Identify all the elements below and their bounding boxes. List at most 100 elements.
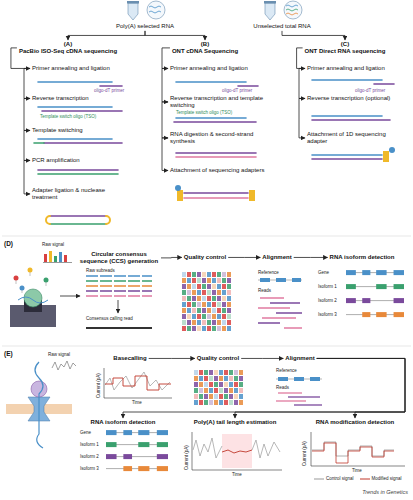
node-text: Reverse transcription [32, 95, 89, 102]
illustration-part [6, 361, 405, 470]
illustration-part [43, 262, 72, 263]
analysis-step: Poly(A) tail length estimation [192, 418, 279, 427]
node-text: (C) [305, 41, 386, 48]
illustration-part [187, 284, 191, 289]
illustration-part [394, 284, 404, 289]
process-step: RNA digestion & second-strand synthesis [168, 130, 268, 146]
illustration-part [284, 1, 302, 19]
node-text: RNA digestion & second-strand synthesis [170, 131, 266, 145]
illustration-part [214, 388, 218, 393]
illustration-part [20, 286, 25, 291]
illustration-part [239, 388, 243, 393]
node-text: ONT Direct RNA sequencing [305, 48, 386, 55]
illustration-part [258, 307, 290, 309]
illustration-part [278, 377, 288, 381]
flow-arrow [24, 68, 30, 98]
legend-entry: Modified signal [360, 476, 402, 481]
illustration-part [123, 466, 132, 471]
oligo-label: Template switch oligo (TSO) [176, 110, 232, 115]
illustration-part [187, 314, 191, 319]
illustration-part [42, 110, 122, 112]
illustration-part [286, 9, 298, 11]
illustration-part [106, 216, 110, 224]
illustration-part [187, 308, 191, 313]
illustration-part [138, 466, 149, 471]
illustration-part [239, 382, 243, 387]
illustration-part [194, 370, 198, 375]
illustration-part [187, 290, 191, 295]
illustration-part [249, 190, 255, 201]
illustration-part [219, 370, 223, 375]
legend-text: Modified signal [372, 476, 402, 481]
illustration-part [18, 297, 48, 303]
flow-arrow [149, 358, 195, 359]
node-text: Poly(A) tail length estimation [194, 419, 277, 426]
illustration-part [207, 272, 211, 277]
illustration-part [227, 320, 231, 325]
flow-arrow [24, 160, 30, 193]
illustration-part [212, 326, 216, 331]
flow-arrow [162, 138, 168, 171]
illustration-part [60, 296, 80, 297]
illustration-part [276, 312, 302, 314]
illustration-part [224, 394, 228, 399]
illustration-part [209, 388, 213, 393]
track-label: Gene [318, 270, 329, 275]
legend-swatch [360, 477, 370, 481]
illustration-part [209, 400, 213, 405]
process-step: Attachment of 1D sequencing adapter [305, 130, 409, 146]
illustration-part [174, 121, 256, 123]
axis-label: Current (pA) [302, 441, 307, 466]
oligo-label: Template switch oligo (TSO) [40, 114, 96, 119]
flow-arrow [299, 98, 305, 137]
illustration-part [376, 270, 386, 275]
illustration-part [192, 308, 196, 313]
flow-arrow [123, 358, 405, 418]
flow-arrow [317, 358, 405, 418]
illustration-part [239, 376, 243, 381]
analysis-step: RNA isoform detection [89, 418, 158, 427]
illustration-part [288, 396, 320, 397]
illustration-part [197, 302, 201, 307]
illustration-part [276, 278, 286, 282]
illustration-part [312, 80, 395, 162]
illustration-part [202, 272, 206, 277]
illustration-part [239, 400, 243, 405]
illustration-part [147, 1, 165, 19]
illustration-part [346, 270, 356, 275]
illustration-part [123, 430, 132, 435]
illustration-part [217, 302, 221, 307]
illustration-part [202, 326, 206, 331]
illustration-part [104, 368, 172, 398]
flow-arrow [282, 31, 345, 40]
node-text: RNA isoform detection [91, 419, 156, 426]
illustration-part [106, 454, 117, 459]
illustration-part [212, 320, 216, 325]
illustration-part [44, 278, 49, 283]
illustration-part [86, 285, 152, 287]
illustration-part [229, 376, 233, 381]
illustration-part [202, 302, 206, 307]
analysis-step: Basecalling [111, 354, 148, 363]
track-label: Gene [80, 430, 91, 435]
node-text: Reverse transcription and template switc… [170, 95, 266, 109]
flow-arrow [24, 98, 30, 130]
analysis-step: Quality control [195, 354, 241, 363]
illustration-part [376, 284, 386, 289]
illustration-part [192, 432, 282, 470]
illustration-part [222, 290, 226, 295]
illustration-part [105, 376, 171, 390]
primer-label: oligo-dT primer [94, 88, 124, 93]
illustration-part [182, 290, 186, 295]
illustration-part [192, 302, 196, 307]
legend-swatch [314, 477, 324, 481]
node-text: ONT cDNA Sequencing [172, 48, 238, 55]
primer-label: oligo-dT primer [222, 88, 252, 93]
method-heading: (A)PacBio ISO-Seq cDNA sequencing [17, 40, 119, 56]
illustration-part [207, 284, 211, 289]
illustration-part [157, 442, 168, 447]
illustration-part [182, 320, 186, 325]
process-step: Attachment of sequencing adapters [168, 166, 266, 175]
illustration-part [207, 296, 211, 301]
